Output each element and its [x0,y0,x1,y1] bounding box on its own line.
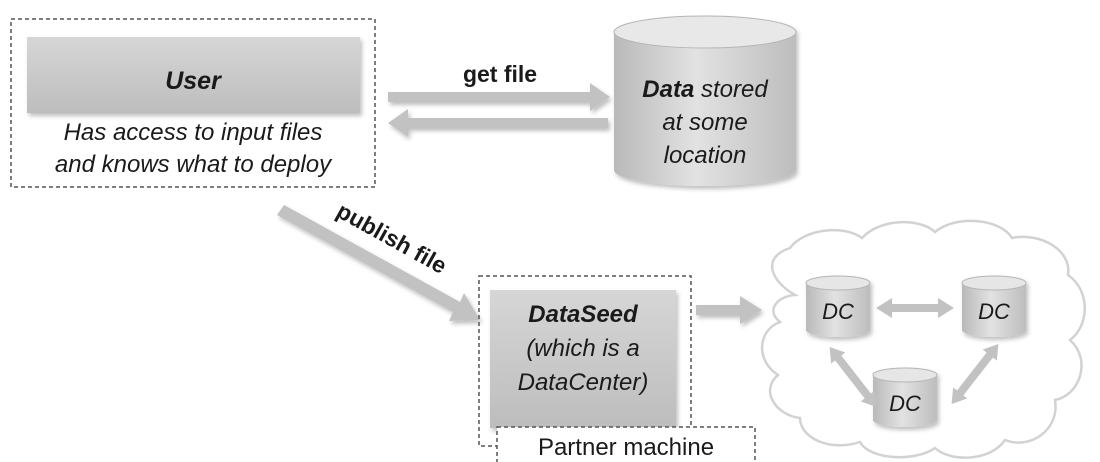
user-description-line1: Has access to input files [64,119,323,146]
arrow-to-data [388,83,610,111]
dc-right-label: DC [978,299,1010,324]
arrow-dataseed-to-cloud [696,296,762,324]
partner-machine-tag: Partner machine [496,426,756,462]
data-rest-line1: stored [694,76,768,103]
dataseed-dashed-border [478,275,692,447]
user-box-dashed-border [10,18,376,188]
dc-right-cylinder [961,275,1027,337]
dataseed-line3: DataCenter) [518,369,649,396]
dc-left-cylinder [805,275,871,337]
arrow-dc-right-bottom [951,344,999,404]
user-title-bar [27,37,360,113]
data-cylinder-top [613,15,797,49]
data-cylinder-body [614,32,796,186]
dc-bottom-label: DC [889,391,921,416]
data-store-line3: location [664,142,747,169]
user-box: User Has access to input files and knows… [10,18,376,188]
dataseed-line2: (which is a [526,335,639,362]
partner-machine-dashed-border [496,426,756,462]
arrow-dc-left-bottom [829,347,877,407]
dataseed-box: DataSeed (which is a DataCenter) [478,275,692,447]
dataseed-panel [490,290,676,428]
data-store-line2: at some [662,109,747,136]
dc-bottom-cylinder [872,367,938,427]
dc-left-label: DC [822,299,854,324]
arrow-from-data [388,109,608,137]
dataseed-title: DataSeed [528,301,639,328]
data-store-cylinder [613,15,797,186]
get-file-label: get file [463,61,537,87]
get-file-arrows: get file [388,61,610,137]
user-description-line2: and knows what to deploy [55,151,333,178]
data-store-line1: Data stored [642,76,768,103]
data-bold-word: Data [642,76,694,103]
datacenter-cloud: DC DC DC [760,219,1086,459]
arrow-dc-left-right [876,298,954,318]
user-title: User [165,67,222,95]
partner-machine-label: Partner machine [538,434,714,461]
publish-file-arrow [277,205,480,321]
publish-file-arrow-group: publish file [277,197,480,321]
